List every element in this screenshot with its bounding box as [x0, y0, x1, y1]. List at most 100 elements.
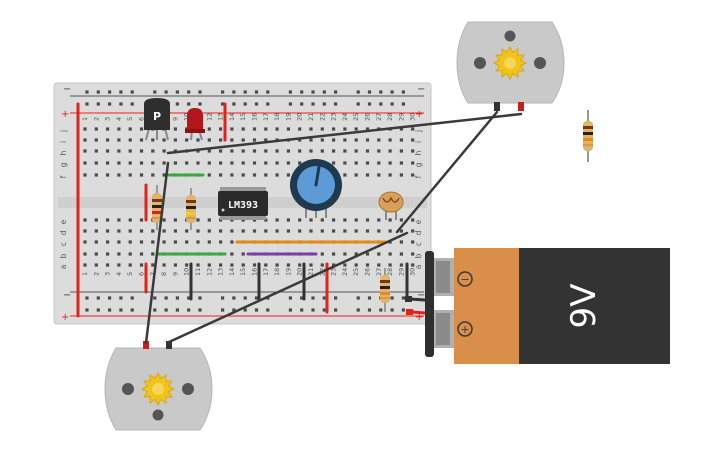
- dc-motor-top[interactable]: [456, 21, 565, 111]
- breadboard-hole: [230, 173, 234, 177]
- breadboard-hole: [399, 173, 403, 177]
- breadboard-hole: [399, 263, 403, 267]
- battery-9v[interactable]: − + 9V: [425, 248, 670, 364]
- breadboard-hole: [128, 252, 132, 256]
- breadboard-hole: [106, 161, 110, 165]
- breadboard-hole: [219, 240, 223, 244]
- breadboard-hole: [230, 229, 234, 233]
- breadboard-hole: [377, 149, 381, 153]
- breadboard-hole: [356, 308, 360, 312]
- breadboard-hole: [311, 308, 315, 312]
- breadboard-hole: [173, 263, 177, 267]
- column-number-labels: 1122334455667788991010111112121313141415…: [81, 113, 417, 276]
- motor-top-wire-2[interactable]: [395, 110, 499, 234]
- breadboard-hole: [377, 252, 381, 256]
- breadboard-hole: [252, 173, 257, 177]
- breadboard-hole: [322, 296, 326, 300]
- red-led[interactable]: [185, 108, 205, 141]
- battery-clip: [425, 251, 434, 357]
- breadboard-hole: [151, 263, 155, 267]
- breadboard-hole: [365, 149, 370, 153]
- breadboard-hole: [162, 218, 166, 222]
- breadboard-hole: [286, 161, 290, 165]
- breadboard-hole: [219, 149, 223, 153]
- breadboard-hole: [85, 90, 89, 94]
- breadboard-hole: [117, 127, 121, 131]
- row-letter-left: c: [59, 242, 68, 246]
- column-number-bottom: 12: [205, 268, 213, 276]
- breadboard-hole: [377, 138, 381, 142]
- photoresistor[interactable]: [378, 191, 404, 220]
- breadboard-hole: [139, 229, 144, 233]
- breadboard-hole: [411, 218, 415, 222]
- breadboard-hole: [230, 252, 234, 256]
- breadboard-hole: [139, 218, 144, 222]
- column-number-top: 4: [115, 117, 123, 121]
- breadboard-hole: [379, 102, 383, 106]
- column-number-bottom: 27: [375, 268, 383, 276]
- motor-bottom-wire-1[interactable]: [144, 161, 170, 345]
- battery-black-lead[interactable]: [409, 297, 426, 302]
- breadboard-hole: [354, 229, 358, 233]
- breadboard-hole: [83, 218, 87, 222]
- breadboard-hole: [196, 218, 200, 222]
- breadboard-hole: [241, 127, 245, 131]
- dc-motor-bottom[interactable]: [104, 341, 213, 431]
- resistor-2[interactable]: [186, 188, 196, 230]
- breadboard-hole: [151, 161, 155, 165]
- breadboard-hole: [173, 161, 177, 165]
- breadboard-hole: [401, 296, 405, 300]
- row-letter-right: a: [414, 265, 423, 270]
- breadboard-hole: [286, 218, 290, 222]
- breadboard-hole: [401, 308, 405, 312]
- breadboard-hole: [232, 296, 236, 300]
- column-number-top: 15: [239, 113, 247, 121]
- battery-orange-band: [454, 248, 520, 364]
- row-letter-left: e: [59, 219, 68, 224]
- breadboard-hole: [377, 173, 381, 177]
- breadboard-hole: [343, 161, 347, 165]
- motor-top-wire-1[interactable]: [166, 112, 523, 155]
- breadboard-hole: [128, 173, 132, 177]
- transistor[interactable]: P: [144, 98, 170, 141]
- breadboard-hole: [241, 263, 245, 267]
- breadboard-hole: [354, 252, 358, 256]
- breadboard-hole: [367, 308, 372, 312]
- breadboard-hole: [300, 296, 304, 300]
- breadboard-hole: [139, 149, 144, 153]
- column-number-top: 30: [409, 113, 417, 121]
- breadboard-hole: [207, 127, 211, 131]
- row-letter-left: a: [59, 265, 68, 270]
- breadboard-hole: [221, 296, 225, 300]
- row-letter-right: e: [414, 219, 423, 224]
- battery-red-lead[interactable]: [411, 310, 426, 315]
- breadboard-hole: [264, 138, 268, 142]
- breadboard-hole: [130, 296, 134, 300]
- breadboard-hole: [219, 138, 223, 142]
- row-letter-right: j: [414, 130, 423, 133]
- column-number-top: 18: [273, 113, 281, 121]
- breadboard-hole: [252, 149, 257, 153]
- breadboard-hole: [230, 240, 234, 244]
- column-number-bottom: 11: [194, 268, 202, 276]
- resistor-loose[interactable]: [583, 110, 593, 162]
- breadboard-hole: [334, 90, 338, 94]
- resistor-1[interactable]: [152, 185, 162, 230]
- breadboard-hole: [108, 296, 112, 300]
- lm393-chip[interactable]: LM393: [218, 187, 268, 220]
- breadboard-hole: [343, 127, 347, 131]
- breadboard-hole: [151, 252, 155, 256]
- breadboard-hole: [232, 102, 236, 106]
- breadboard-hole: [162, 229, 166, 233]
- potentiometer[interactable]: [290, 159, 342, 218]
- breadboard-hole: [128, 229, 132, 233]
- breadboard-hole: [377, 161, 381, 165]
- breadboard-hole: [117, 229, 121, 233]
- breadboard-hole: [83, 127, 87, 131]
- resistor-3[interactable]: [380, 268, 390, 312]
- battery-plus-terminal: [457, 321, 473, 337]
- motor-bottom-wire-2[interactable]: [167, 231, 409, 344]
- breadboard-hole: [311, 296, 315, 300]
- breadboard-hole: [164, 90, 168, 94]
- breadboard-hole: [379, 90, 383, 94]
